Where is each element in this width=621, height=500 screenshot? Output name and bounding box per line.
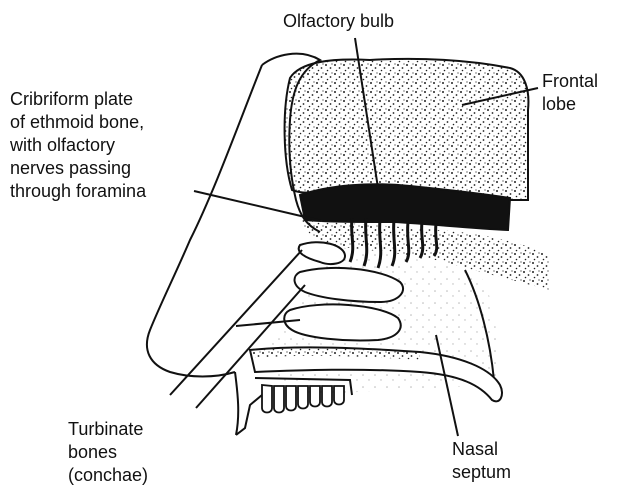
- cribriform-line-4: nerves passing: [10, 157, 146, 180]
- nasal-septum-line-2: septum: [452, 461, 511, 484]
- turbinate-line-1: Turbinate: [68, 418, 148, 441]
- label-cribriform-plate: Cribriform plate of ethmoid bone, with o…: [10, 88, 146, 203]
- label-olfactory-bulb: Olfactory bulb: [283, 10, 394, 33]
- label-frontal-lobe: Frontal lobe: [542, 70, 598, 116]
- nasal-cavity-wall: [235, 372, 262, 435]
- cribriform-line-3: with olfactory: [10, 134, 146, 157]
- frontal-lobe-line-1: Frontal: [542, 70, 598, 93]
- label-nasal-septum: Nasal septum: [452, 438, 511, 484]
- cribriform-line-2: of ethmoid bone,: [10, 111, 146, 134]
- cribriform-line-1: Cribriform plate: [10, 88, 146, 111]
- frontal-lobe-line-2: lobe: [542, 93, 598, 116]
- turbinate-line-3: (conchae): [68, 464, 148, 487]
- frontal-lobe-shape: [285, 59, 529, 200]
- teeth: [262, 385, 344, 413]
- turbinate-line-2: bones: [68, 441, 148, 464]
- cribriform-line-5: through foramina: [10, 180, 146, 203]
- nose-profile: [147, 65, 262, 377]
- label-turbinate-bones: Turbinate bones (conchae): [68, 418, 148, 487]
- nasal-septum-line-1: Nasal: [452, 438, 511, 461]
- olfactory-bulb-text: Olfactory bulb: [283, 10, 394, 33]
